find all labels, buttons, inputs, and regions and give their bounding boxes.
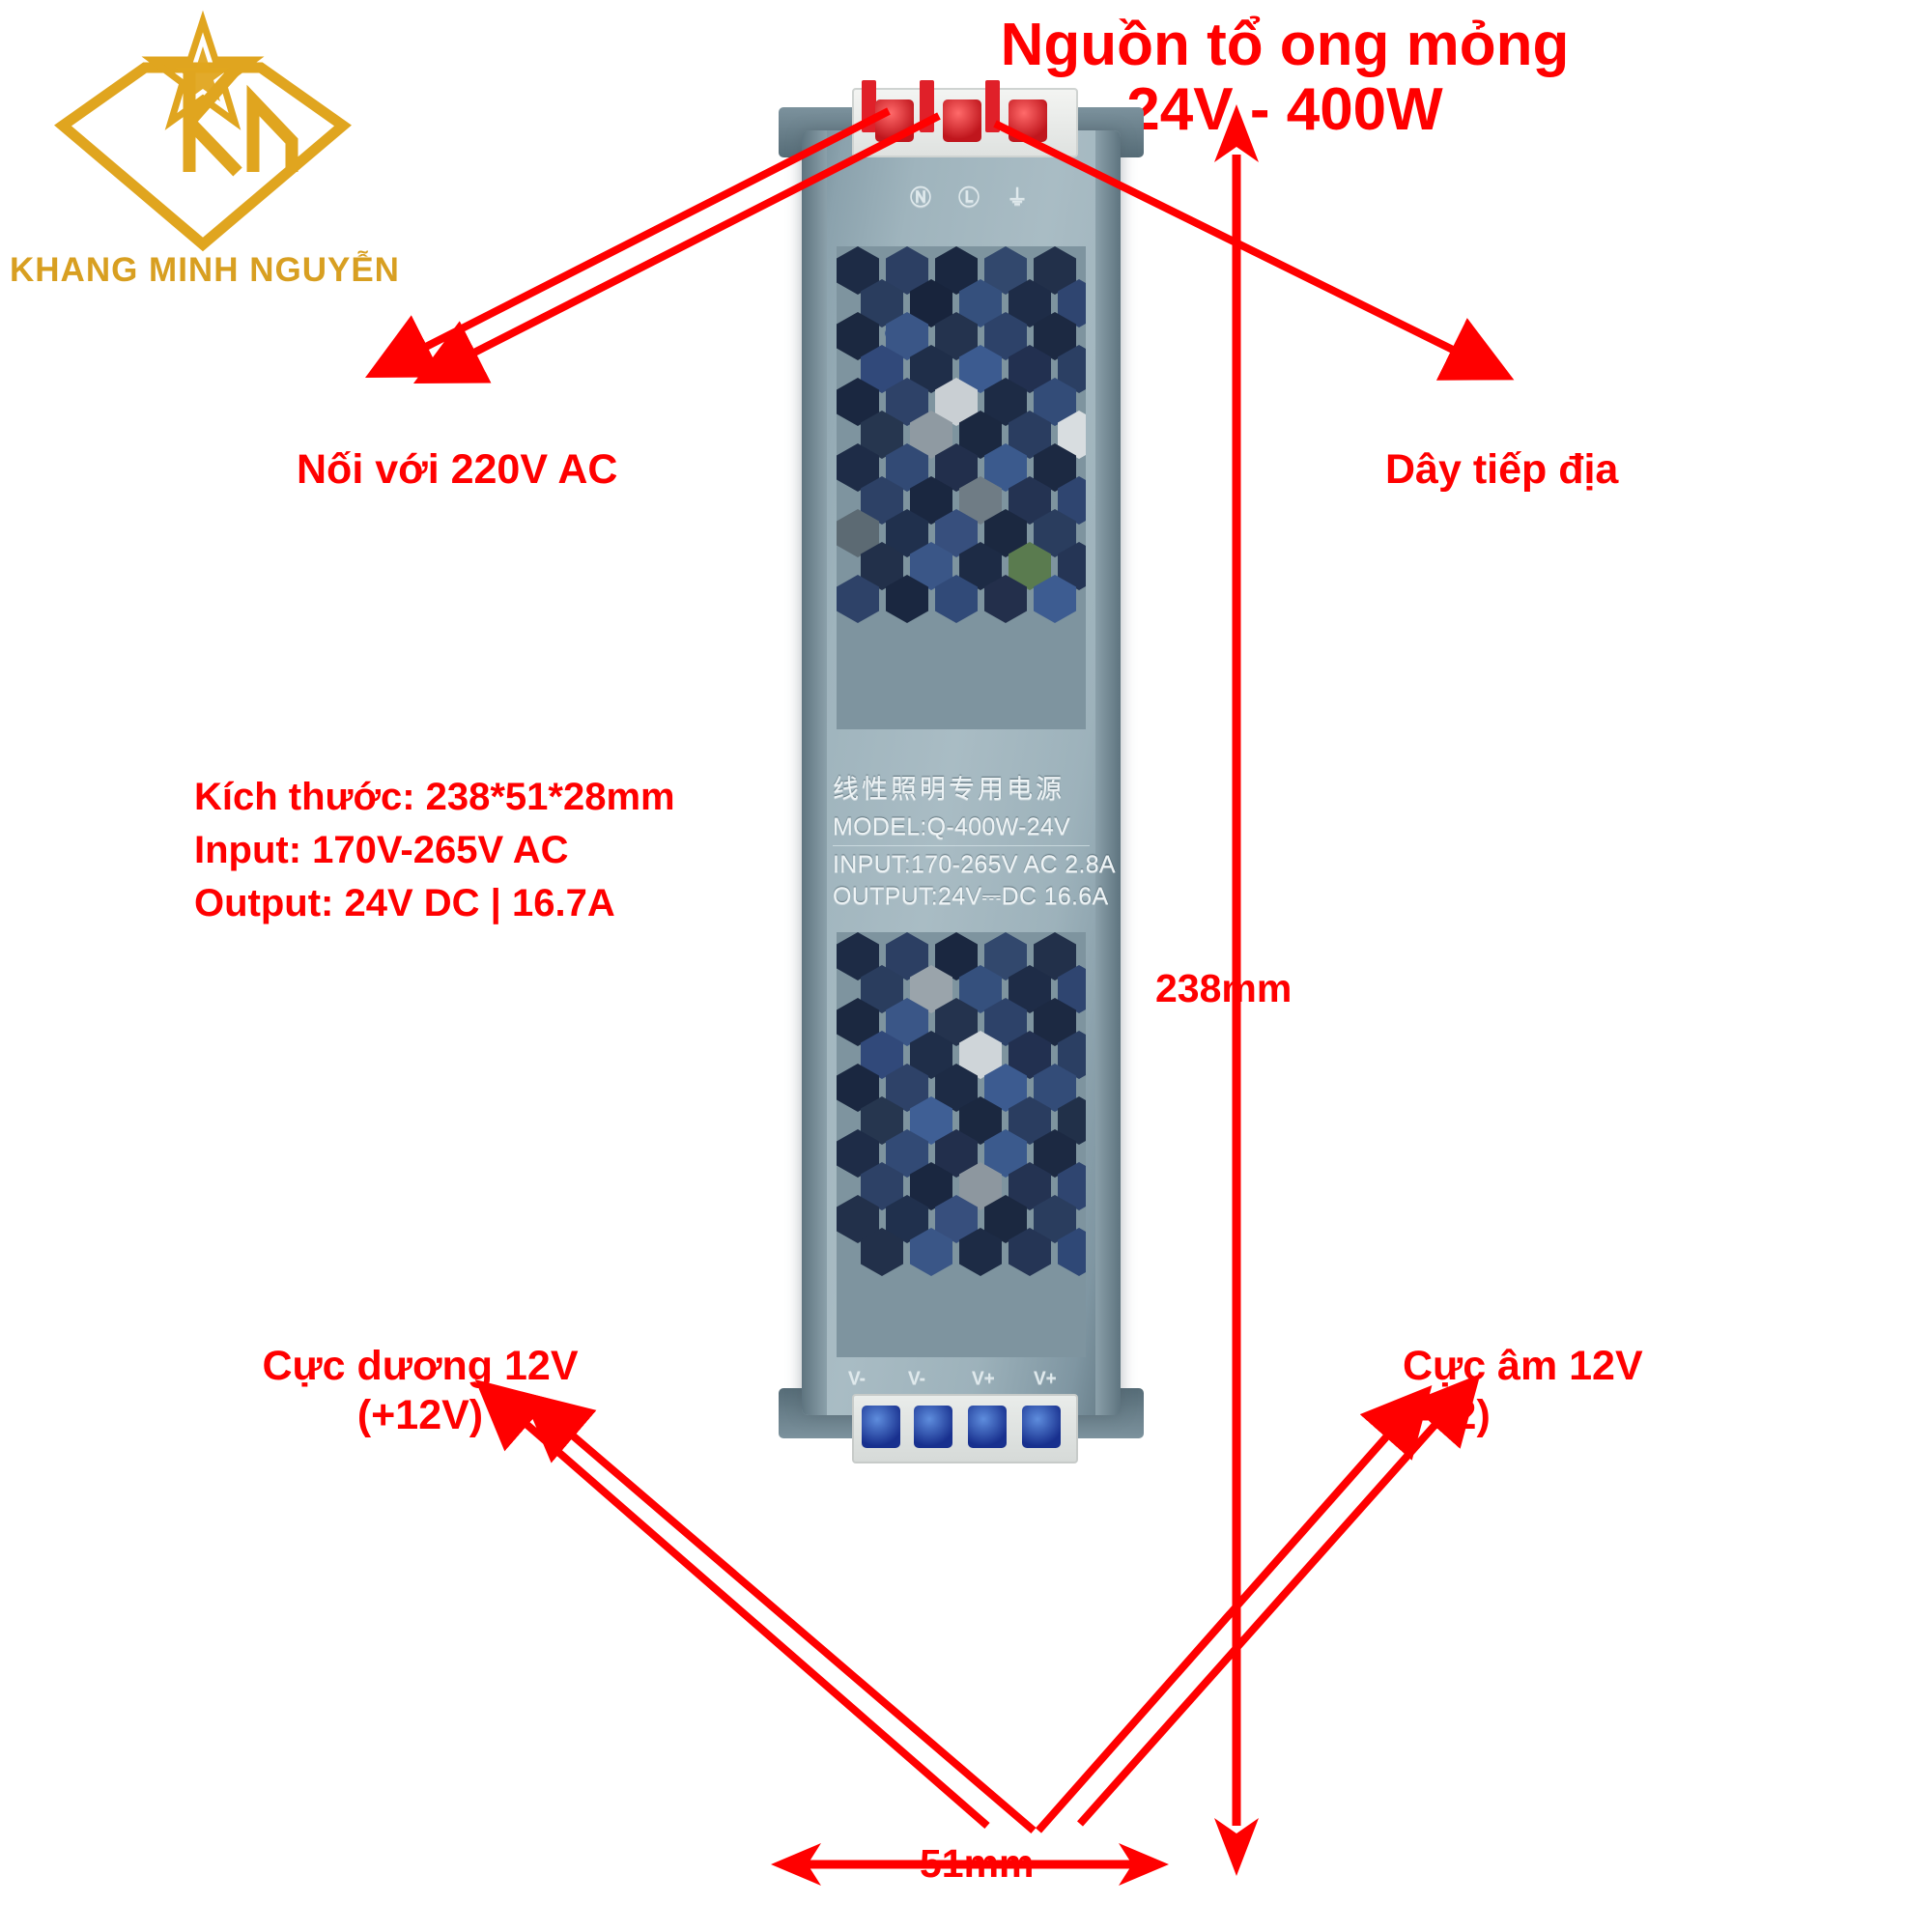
brand-name: KHANG MINH NGUYỄN xyxy=(10,251,400,289)
dimension-label-width: 51mm xyxy=(920,1841,1035,1886)
port-symbol-vpos-1: V+ xyxy=(972,1369,995,1389)
port-symbol-l: Ⓛ xyxy=(958,185,980,210)
spec-text-block: Kích thước: 238*51*28mm Input: 170V-265V… xyxy=(194,771,675,929)
callout-positive-line-2: (+12V) xyxy=(356,1391,484,1438)
terminal-marker-2 xyxy=(920,80,934,132)
terminal-marker-1 xyxy=(862,80,876,132)
vent-panel-bottom xyxy=(837,932,1086,1357)
brand-logo: KHANG MINH NGUYỄN xyxy=(10,8,400,289)
terminal-screw-ground xyxy=(1009,99,1047,142)
page-title: Nguồn tổ ong mỏng 24V - 400W xyxy=(966,12,1604,143)
device-spec-plate: 线性照明专用电源 MODEL:Q-400W-24V INPUT:170-265V… xyxy=(833,768,1116,913)
spec-input: Input: 170V-265V AC xyxy=(194,828,569,871)
honeycomb-grid-bottom xyxy=(837,932,1086,1357)
dimension-label-height: 238mm xyxy=(1155,966,1293,1010)
arrow-positive-1 xyxy=(474,1378,990,1830)
port-symbol-vneg-2: V- xyxy=(908,1369,925,1389)
plate-output: OUTPUT:24V⎓DC 16.6A xyxy=(833,883,1109,910)
terminal-screw-vneg-2 xyxy=(914,1406,952,1448)
vent-panel-top xyxy=(837,246,1086,729)
plate-divider xyxy=(833,845,1090,846)
arrow-positive-2 xyxy=(521,1391,1037,1834)
port-symbol-vneg-1: V- xyxy=(848,1369,866,1389)
port-symbol-ground: ⏚ xyxy=(1007,185,1029,210)
diamond-star-km-monogram-icon xyxy=(54,10,352,252)
callout-positive-terminal: Cực dương 12V (+12V) xyxy=(256,1342,584,1439)
plate-model: MODEL:Q-400W-24V xyxy=(833,813,1071,840)
power-supply-device: Ⓝ Ⓛ ⏚ xyxy=(763,72,1169,1473)
plate-input: INPUT:170-265V AC 2.8A xyxy=(833,851,1116,878)
arrow-negative-1 xyxy=(1036,1385,1433,1833)
terminal-marker-3 xyxy=(985,80,1000,132)
device-right-rail xyxy=(1095,130,1121,1415)
callout-ground-wire: Dây tiếp địa xyxy=(1385,446,1619,493)
honeycomb-grid-top xyxy=(837,246,1086,729)
spec-size: Kích thước: 238*51*28mm xyxy=(194,776,675,818)
spec-output: Output: 24V DC | 16.7A xyxy=(194,881,615,924)
ac-terminal-block xyxy=(852,80,1078,157)
terminal-screw-l xyxy=(943,99,981,142)
callout-positive-line-1: Cực dương 12V xyxy=(262,1343,579,1389)
callout-negative-line-2: (-12) xyxy=(1403,1391,1491,1438)
port-symbol-n: Ⓝ xyxy=(910,185,932,210)
dc-terminal-block xyxy=(852,1394,1078,1463)
plate-chinese-line: 线性照明专用电源 xyxy=(833,775,1065,804)
arrow-negative-2 xyxy=(1077,1374,1481,1827)
port-symbol-vpos-2: V+ xyxy=(1034,1369,1057,1389)
title-line-1: Nguồn tổ ong mỏng xyxy=(1000,12,1570,78)
callout-ac-input: Nối với 220V AC xyxy=(297,446,618,493)
terminal-screw-vpos-2 xyxy=(1022,1406,1061,1448)
terminal-screw-vpos-1 xyxy=(968,1406,1007,1448)
device-left-rail xyxy=(802,130,827,1415)
terminal-screw-n xyxy=(875,99,914,142)
callout-negative-terminal: Cực âm 12V (-12) xyxy=(1403,1342,1731,1439)
callout-negative-line-1: Cực âm 12V xyxy=(1403,1343,1643,1389)
device-body: Ⓝ Ⓛ ⏚ xyxy=(802,130,1121,1415)
terminal-screw-vneg-1 xyxy=(862,1406,900,1448)
